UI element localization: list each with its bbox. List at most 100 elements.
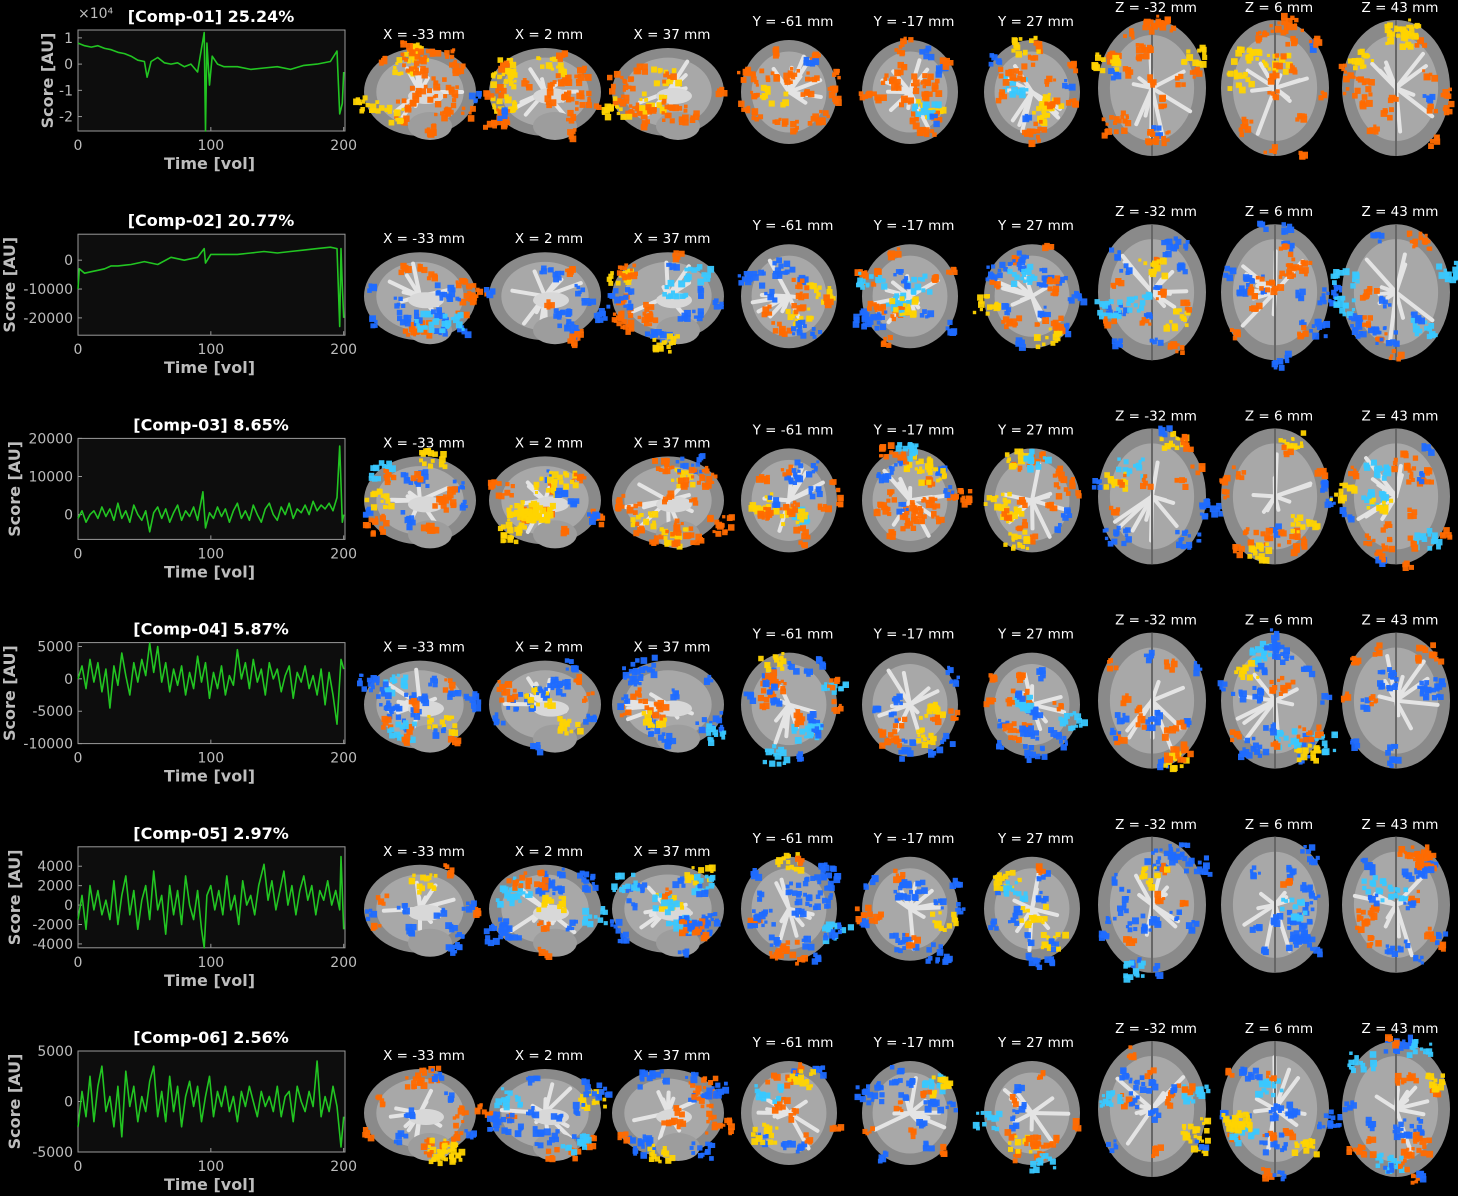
activation-voxel (1139, 43, 1144, 48)
activation-voxel (1387, 114, 1393, 121)
activation-voxel (1157, 291, 1162, 296)
activation-voxel (825, 505, 832, 513)
activation-voxel (424, 128, 430, 134)
activation-voxel (787, 661, 792, 665)
activation-voxel (552, 80, 557, 85)
activation-voxel (1126, 267, 1133, 274)
activation-voxel (589, 298, 597, 305)
activation-voxel (582, 698, 587, 703)
activation-voxel (359, 108, 365, 114)
activation-voxel (861, 272, 869, 280)
activation-voxel (895, 251, 902, 258)
activation-voxel (930, 481, 936, 487)
activation-voxel (683, 292, 689, 298)
activation-voxel (586, 692, 591, 696)
activation-voxel (1258, 557, 1266, 564)
activation-voxel (761, 516, 765, 520)
activation-voxel (1222, 476, 1228, 482)
white-matter (1383, 66, 1398, 90)
activation-voxel (1178, 262, 1185, 269)
activation-voxel (1025, 546, 1030, 551)
activation-voxel (622, 671, 630, 679)
activation-voxel (1125, 527, 1131, 533)
activation-voxel (800, 319, 806, 325)
activation-voxel (1123, 34, 1127, 38)
white-matter (787, 702, 817, 715)
activation-voxel (719, 731, 725, 737)
activation-voxel (1007, 491, 1012, 497)
activation-voxel (1271, 360, 1279, 368)
activation-voxel (671, 540, 679, 548)
activation-voxel (1202, 50, 1207, 56)
x-axis-label: Time [vol] (164, 971, 255, 990)
activation-voxel (427, 463, 434, 469)
activation-voxel (986, 495, 992, 501)
activation-voxel (1231, 465, 1236, 470)
white-matter (759, 293, 791, 299)
activation-voxel (764, 663, 769, 668)
activation-voxel (399, 724, 405, 730)
activation-voxel (565, 79, 573, 86)
activation-voxel (452, 98, 457, 103)
activation-voxel (619, 296, 624, 301)
activation-voxel (670, 532, 675, 537)
activation-voxel (614, 296, 621, 304)
activation-voxel (408, 314, 412, 318)
activation-voxel (896, 49, 902, 55)
activation-voxel (491, 75, 496, 79)
activation-voxel (1219, 478, 1224, 483)
activation-voxel (1342, 482, 1348, 489)
activation-voxel (774, 119, 781, 125)
activation-voxel (1428, 449, 1435, 456)
activation-voxel (474, 704, 482, 712)
activation-voxel (1333, 273, 1338, 279)
activation-voxel (1351, 487, 1358, 494)
activation-voxel (1428, 72, 1433, 77)
activation-voxel (392, 69, 398, 76)
slice-coordinate-label: Z = 6 mm (1245, 204, 1313, 220)
activation-voxel (1134, 295, 1138, 300)
activation-voxel (478, 95, 482, 99)
slice-coordinate-label: X = 2 mm (515, 27, 583, 43)
activation-voxel (1299, 288, 1306, 296)
activation-voxel (891, 316, 896, 322)
activation-voxel (1384, 27, 1391, 34)
activation-voxel (653, 80, 660, 87)
activation-voxel (638, 525, 644, 531)
activation-voxel (1302, 267, 1309, 274)
activation-voxel (495, 492, 502, 499)
slice-coordinate-label: Y = -17 mm (873, 218, 955, 234)
activation-voxel (1443, 268, 1447, 272)
activation-voxel (861, 323, 867, 330)
activation-voxel (647, 710, 653, 715)
white-matter (1250, 86, 1277, 93)
activation-voxel (1136, 308, 1141, 313)
activation-voxel (1278, 365, 1285, 371)
activation-voxel (1364, 533, 1370, 538)
activation-voxel (1022, 529, 1028, 535)
activation-voxel (1416, 477, 1422, 482)
activation-voxel (1284, 350, 1292, 358)
activation-voxel (786, 327, 793, 334)
activation-voxel (1256, 302, 1263, 310)
activation-voxel (587, 99, 592, 103)
activation-voxel (1147, 131, 1151, 135)
activation-voxel (364, 497, 370, 503)
activation-voxel (898, 45, 903, 49)
activation-voxel (1290, 514, 1295, 519)
activation-voxel (1006, 459, 1010, 464)
activation-voxel (1301, 322, 1307, 328)
activation-voxel (821, 299, 827, 305)
activation-voxel (1290, 549, 1298, 557)
activation-voxel (655, 721, 663, 728)
activation-voxel (381, 513, 385, 518)
activation-voxel (383, 493, 390, 500)
activation-voxel (560, 78, 566, 84)
activation-voxel (922, 93, 929, 101)
white-matter (1273, 483, 1312, 499)
activation-voxel (641, 316, 648, 323)
activation-voxel (1431, 74, 1439, 82)
activation-voxel (1064, 331, 1072, 338)
activation-voxel (662, 499, 667, 505)
activation-voxel (691, 267, 697, 273)
